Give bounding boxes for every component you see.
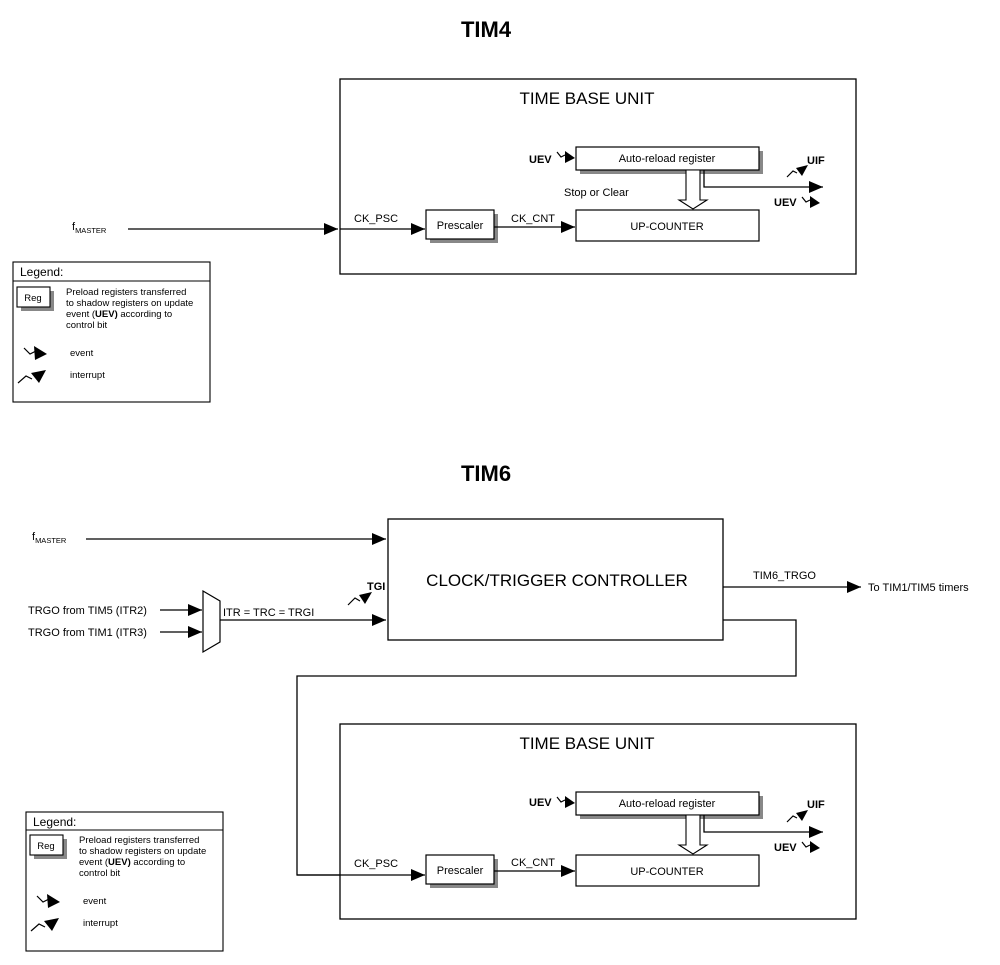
tim4-legend-desc-3: event (UEV) according to <box>66 309 172 320</box>
tim6-legend-desc-3: event (UEV) according to <box>79 857 185 868</box>
tim6-up-counter-label: UP-COUNTER <box>630 866 703 878</box>
tim4-auto-reload-label: Auto-reload register <box>619 153 716 165</box>
tim6-uev-in-event-icon <box>556 796 575 808</box>
tim6-legend-event-icon <box>36 894 60 908</box>
tim4-ck-psc-label: CK_PSC <box>354 213 398 225</box>
tim4-prescaler-label: Prescaler <box>437 220 484 232</box>
tim4-prescaler-box <box>425 209 495 240</box>
tim4-legend-title: Legend: <box>20 265 63 279</box>
tim6-section: TIM6 fMASTER CLOCK/TRIGGER CONTROLLER TR… <box>25 461 969 952</box>
tim6-itr-label: ITR = TRC = TRGI <box>223 607 314 619</box>
tim4-title: TIM4 <box>461 17 512 42</box>
tim6-legend-reg-label: Reg <box>37 841 54 852</box>
tim6-legend: Legend: Reg Preload registers transferre… <box>25 811 224 952</box>
tim6-legend-reg-box <box>29 834 64 856</box>
tim4-legend-reg-label: Reg <box>24 293 41 304</box>
tim6-time-base-unit-frame <box>339 723 857 920</box>
tim4-legend-desc-1: Preload registers transferred <box>66 287 186 298</box>
tim6-uev-out-label: UEV <box>774 842 797 854</box>
tim6-to-timers-label: To TIM1/TIM5 timers <box>868 582 969 594</box>
tim6-auto-reload-label: Auto-reload register <box>619 798 716 810</box>
tim6-time-base-unit-title: TIME BASE UNIT <box>519 734 654 753</box>
tim4-fmaster-label: fMASTER <box>72 221 107 235</box>
tim4-uev-out-label: UEV <box>774 197 797 209</box>
tim4-legend-desc-2: to shadow registers on update <box>66 298 193 309</box>
tim6-legend-interrupt-icon <box>30 918 59 932</box>
tim6-trgo-tim5-label: TRGO from TIM5 (ITR2) <box>28 605 147 617</box>
tim6-prescaler-box <box>425 854 495 885</box>
tim6-ck-psc-label: CK_PSC <box>354 858 398 870</box>
tim4-auto-reload-box <box>575 146 760 171</box>
tim6-uev-in-label: UEV <box>529 797 552 809</box>
tim6-fmaster-label: fMASTER <box>32 531 67 545</box>
tim4-output-arrow <box>703 170 823 193</box>
tim4-uif-label: UIF <box>807 155 825 167</box>
tim6-preload-transfer-arrow <box>677 814 709 855</box>
tim6-legend-event-label: event <box>83 896 107 907</box>
tim6-uif-label: UIF <box>807 799 825 811</box>
tim4-uif-interrupt-icon <box>786 165 808 178</box>
tim6-legend-desc-4: control bit <box>79 868 121 879</box>
tim4-legend-frame <box>12 261 211 403</box>
tim6-legend-title: Legend: <box>33 815 76 829</box>
tim6-trigger-multiplexer <box>202 589 221 654</box>
tim6-legend-interrupt-label: interrupt <box>83 918 118 929</box>
tim4-legend-event-label: event <box>70 348 94 359</box>
tim4-uev-in-label: UEV <box>529 154 552 166</box>
tim6-up-counter-box <box>575 854 760 887</box>
tim6-ck-cnt-label: CK_CNT <box>511 857 555 869</box>
tim6-trgo-tim1-label: TRGO from TIM1 (ITR3) <box>28 627 147 639</box>
tim4-ck-cnt-label: CK_CNT <box>511 213 555 225</box>
tim4-time-base-unit-title: TIME BASE UNIT <box>519 89 654 108</box>
tim4-uev-in-event-icon <box>556 151 575 163</box>
tim6-auto-reload-box <box>575 791 760 816</box>
tim6-controller-box <box>387 518 724 641</box>
tim4-legend-interrupt-label: interrupt <box>70 370 105 381</box>
tim4-legend: Legend: Reg Preload registers transferre… <box>12 261 211 403</box>
tim4-legend-interrupt-icon <box>17 370 46 384</box>
tim6-uev-out-event-icon <box>801 841 820 853</box>
tim4-up-counter-box <box>575 209 760 242</box>
tim4-up-counter-label: UP-COUNTER <box>630 221 703 233</box>
tim6-uif-interrupt-icon <box>786 810 808 823</box>
tim6-trgo-out-label: TIM6_TRGO <box>753 570 816 582</box>
tim4-uev-out-event-icon <box>801 196 820 208</box>
tim4-preload-transfer-arrow <box>677 169 709 210</box>
tim4-legend-event-icon <box>23 346 47 360</box>
tim6-legend-desc-2: to shadow registers on update <box>79 846 206 857</box>
tim6-legend-frame <box>25 811 224 952</box>
tim6-tgi-label: TGI <box>367 581 385 593</box>
tim6-legend-desc-1: Preload registers transferred <box>79 835 199 846</box>
tim6-controller-label: CLOCK/TRIGGER CONTROLLER <box>426 571 688 590</box>
tim4-legend-desc-4: control bit <box>66 320 108 331</box>
tim6-title: TIM6 <box>461 461 511 486</box>
tim4-section: TIM4 TIME BASE UNIT fMASTER CK_PSC Presc… <box>12 17 857 403</box>
tim4-legend-reg-box <box>16 286 51 308</box>
tim6-prescaler-label: Prescaler <box>437 865 484 877</box>
tim4-time-base-unit-frame <box>339 78 857 275</box>
tim4-stop-clear-label: Stop or Clear <box>564 187 629 199</box>
tim6-output-arrow <box>703 815 823 838</box>
tim6-tgi-interrupt-icon <box>347 592 372 606</box>
